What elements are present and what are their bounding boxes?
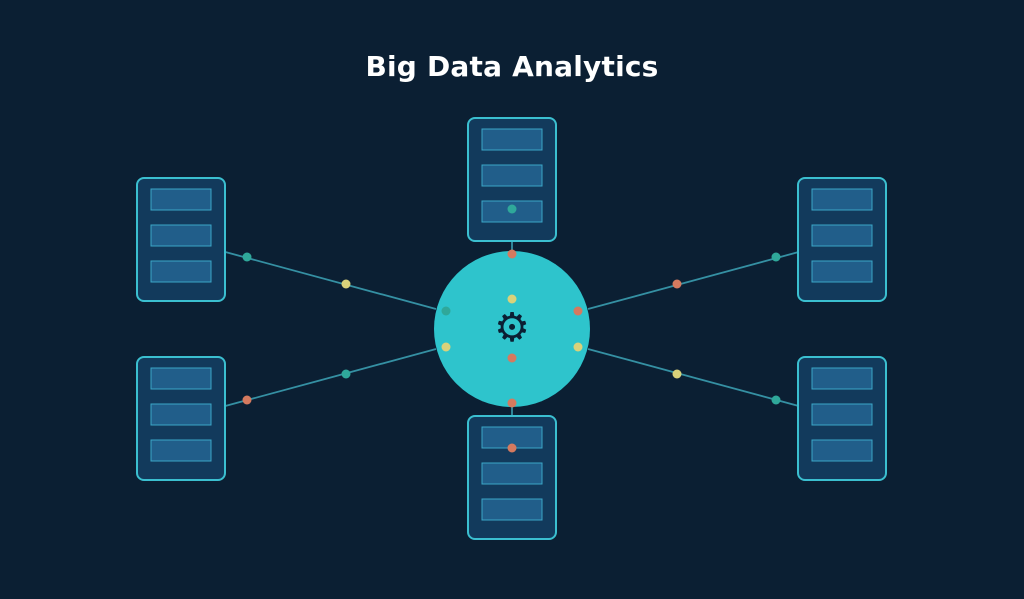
server-slot bbox=[481, 164, 543, 187]
data-packet-dot bbox=[242, 395, 252, 405]
server-slot bbox=[811, 367, 873, 390]
server-slot bbox=[811, 260, 873, 283]
server-slot bbox=[150, 439, 212, 462]
data-packet-dot bbox=[771, 395, 781, 405]
data-packet-dot bbox=[507, 443, 517, 453]
server-slot bbox=[811, 403, 873, 426]
server-slot bbox=[481, 128, 543, 151]
server-slot bbox=[150, 367, 212, 390]
data-packet-dot bbox=[573, 306, 583, 316]
page-title: Big Data Analytics bbox=[365, 50, 659, 83]
server-bottom bbox=[467, 415, 557, 540]
data-packet-dot bbox=[507, 204, 517, 214]
server-left-top bbox=[136, 177, 226, 302]
server-slot bbox=[811, 188, 873, 211]
data-packet-dot bbox=[341, 369, 351, 379]
server-group bbox=[136, 117, 887, 540]
data-packet-dot bbox=[507, 249, 517, 259]
data-packet-dot bbox=[573, 342, 583, 352]
server-slot bbox=[811, 224, 873, 247]
data-packet-dot bbox=[441, 342, 451, 352]
server-slot bbox=[150, 403, 212, 426]
server-slot bbox=[150, 224, 212, 247]
server-left-bottom bbox=[136, 356, 226, 481]
server-slot bbox=[150, 188, 212, 211]
central-hub bbox=[434, 251, 590, 407]
server-slot bbox=[811, 439, 873, 462]
gear-icon: ⚙ bbox=[494, 305, 530, 351]
data-packet-dot bbox=[341, 279, 351, 289]
data-packet-dot bbox=[242, 252, 252, 262]
server-top bbox=[467, 117, 557, 242]
data-packets bbox=[242, 204, 781, 453]
data-packet-dot bbox=[507, 398, 517, 408]
server-right-bottom bbox=[797, 356, 887, 481]
data-packet-dot bbox=[771, 252, 781, 262]
data-packet-dot bbox=[507, 353, 517, 363]
server-slot bbox=[150, 260, 212, 283]
server-right-top bbox=[797, 177, 887, 302]
data-packet-dot bbox=[507, 294, 517, 304]
data-packet-dot bbox=[672, 369, 682, 379]
server-slot bbox=[481, 462, 543, 485]
data-packet-dot bbox=[672, 279, 682, 289]
server-slot bbox=[481, 498, 543, 521]
data-packet-dot bbox=[441, 306, 451, 316]
